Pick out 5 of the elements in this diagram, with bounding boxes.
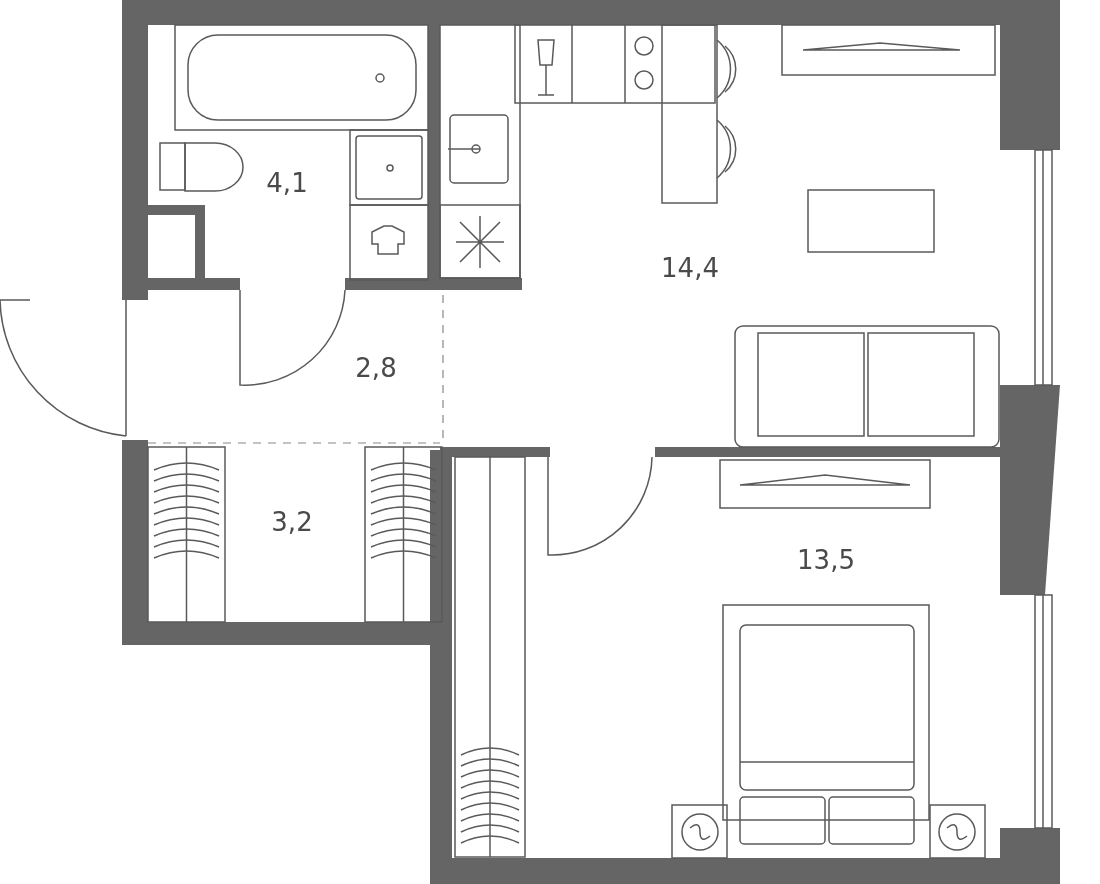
room-area-label: 4,1 [266, 168, 308, 198]
room-area-label: 14,4 [661, 253, 719, 283]
room-area-label: 3,2 [271, 507, 313, 537]
room-area-label: 13,5 [797, 545, 855, 575]
room-area-label: 2,8 [355, 353, 397, 383]
